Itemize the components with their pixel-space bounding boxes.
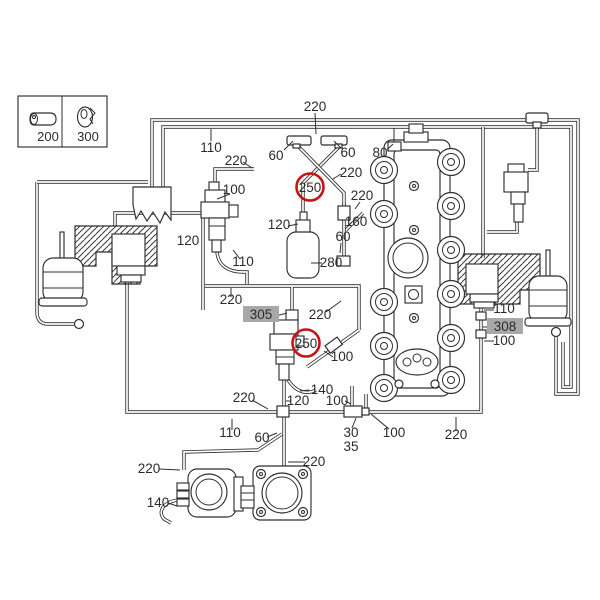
hose-top-bundle-outer-core: [151, 119, 579, 395]
part-label-220: 220: [220, 292, 243, 307]
sleeve-right-column: [337, 205, 351, 221]
engine-bore: [387, 237, 429, 279]
hose-valve2-out-core: [487, 222, 518, 233]
hose-bottom-left-band-core: [183, 433, 283, 470]
hose-piece-icon: [29, 112, 57, 126]
hose-valve1-stub-core: [214, 168, 254, 184]
hose-tee-stem-right: [528, 125, 539, 172]
part-label-100: 100: [326, 393, 349, 408]
bracket-left: [74, 225, 158, 285]
hose-main-loop-core: [126, 282, 482, 413]
part-label-110: 110: [493, 301, 515, 316]
clamp-icon: [76, 106, 96, 128]
part-label-110: 110: [219, 425, 241, 440]
gray-highlight: [243, 306, 279, 322]
hose-box-mid-core: [205, 285, 360, 330]
part-label-305: 305: [250, 307, 273, 322]
part-label-220: 220: [340, 165, 363, 180]
part-label-250: 250: [299, 180, 322, 195]
red-circle-highlight: [291, 328, 321, 358]
engine: [369, 123, 466, 403]
part-label-200: 200: [37, 129, 59, 144]
fitting-80: [387, 141, 402, 152]
actuator-bottom-left: [176, 468, 244, 518]
hose-tee-stem-right-core: [528, 125, 538, 171]
valve-right: [503, 163, 529, 223]
part-label-140: 140: [147, 495, 170, 510]
leader-lines: [158, 112, 494, 507]
port-right-actuator: [550, 326, 562, 338]
legend-box: [17, 95, 108, 148]
part-label-110: 110: [200, 140, 222, 155]
part-label-30: 30: [343, 425, 358, 440]
engine-mount-right: [465, 263, 499, 295]
part-label-250: 250: [295, 336, 318, 351]
hose-140-elbow-core: [287, 379, 317, 394]
part-label-60: 60: [254, 430, 269, 445]
part-label-60: 60: [340, 145, 355, 160]
part-label-100: 100: [493, 333, 516, 348]
valve-100: [200, 181, 239, 253]
engine-mount-left: [111, 233, 146, 267]
fitting-60-lower: [336, 255, 351, 267]
hose-top-bundle-inner-core: [162, 126, 572, 388]
part-label-220: 220: [225, 153, 248, 168]
part-label-140: 140: [311, 382, 334, 397]
hose-x-leg-b-core: [302, 145, 341, 216]
part-label-308: 308: [494, 319, 517, 334]
hose-diag-160-core: [345, 212, 364, 231]
sleeve-diag-100: [324, 336, 344, 354]
part-label-80: 80: [372, 145, 387, 160]
red-circle-highlight: [295, 172, 325, 202]
valve-305: [269, 309, 305, 381]
junction-fitting: [276, 405, 290, 418]
throttle-body: [240, 465, 312, 521]
part-label-220: 220: [304, 99, 327, 114]
part-label-60: 60: [268, 148, 283, 163]
hose-x-leg-a-core: [297, 145, 345, 205]
bracket-right: [457, 253, 541, 309]
part-label-35: 35: [343, 439, 358, 454]
hose-140-left-core: [160, 499, 179, 524]
intake-ports-right: [436, 147, 466, 395]
break-flag: [132, 186, 172, 225]
part-label-120: 120: [268, 217, 291, 232]
actuator-left: [38, 231, 88, 307]
canister-280: [286, 211, 320, 279]
port-left-actuator: [73, 318, 85, 330]
part-label-220: 220: [138, 461, 161, 476]
hose-valve2-out: [487, 222, 519, 234]
part-label-220: 220: [309, 307, 332, 322]
part-label-280: 280: [320, 255, 343, 270]
part-label-300: 300: [77, 129, 99, 144]
part-label-100: 100: [331, 349, 354, 364]
part-label-220: 220: [303, 454, 326, 469]
hose-left-drop-core: [36, 182, 74, 325]
part-label-220: 220: [233, 390, 256, 405]
part-label-100: 100: [383, 425, 406, 440]
part-label-110: 110: [232, 254, 254, 269]
x-fitting-right: [320, 135, 348, 146]
rod-sleeve-2: [475, 329, 487, 339]
part-label-120: 120: [177, 233, 200, 248]
intake-ports-left: [369, 155, 399, 403]
part-label-160: 160: [345, 214, 368, 229]
part-label-220: 220: [445, 427, 468, 442]
gray-highlight: [487, 318, 523, 334]
part-label-220: 220: [351, 188, 374, 203]
part-label-60: 60: [335, 229, 350, 244]
part-label-100: 100: [223, 182, 246, 197]
actuator-right: [524, 249, 572, 327]
fittings: [73, 112, 562, 418]
rod-sleeve-1: [475, 311, 487, 321]
part-label-120: 120: [287, 393, 310, 408]
hose-valve1-elbow-core: [216, 249, 248, 284]
